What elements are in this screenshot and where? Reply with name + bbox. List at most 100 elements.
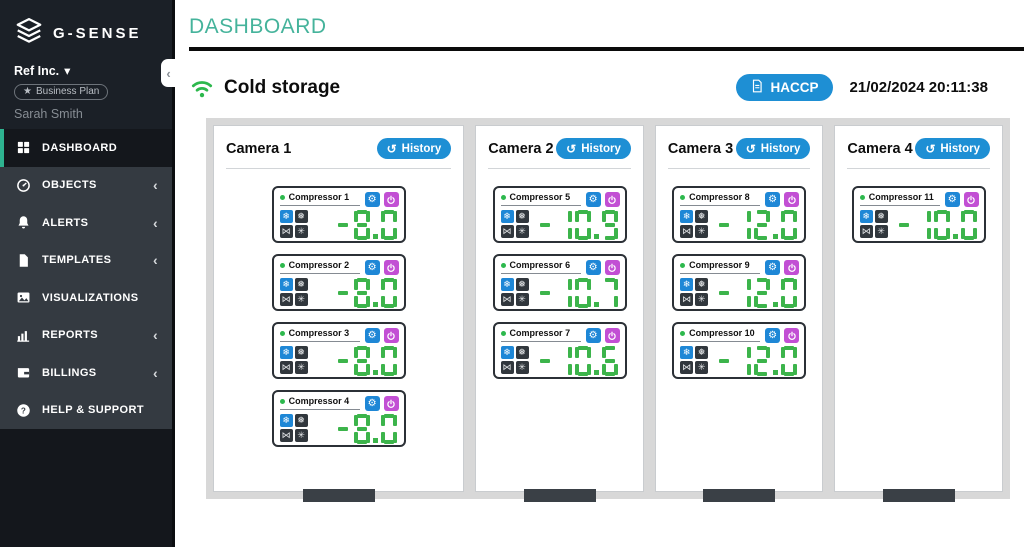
gear-icon[interactable]: ⚙: [765, 260, 781, 275]
sidebar-item-visualizations[interactable]: VISUALIZATIONS: [0, 279, 172, 317]
fan-icon: ✳: [515, 361, 529, 374]
fan-icon: ✳: [294, 293, 308, 306]
compressor-body: ❄❅⋈✳: [680, 278, 799, 308]
status-dot: [279, 194, 285, 200]
question-icon: ?: [16, 403, 31, 418]
compressor-header: Compressor 6 ⚙: [500, 260, 620, 275]
compressor-name-wrap: Compressor 9: [680, 260, 761, 274]
sidebar-item-templates[interactable]: TEMPLATES ‹: [0, 242, 172, 280]
compressor-name-wrap: Compressor 7: [500, 328, 581, 342]
valve-icon: ⋈: [680, 225, 694, 238]
compressor-name: Compressor 3: [288, 328, 350, 338]
fan-icon: ✳: [294, 361, 308, 374]
plan-badge: ★ Business Plan: [14, 84, 109, 100]
sidebar-menu: DASHBOARD OBJECTS ‹ ALERTS ‹ TEMPLATES ‹…: [0, 129, 172, 429]
history-button[interactable]: ↺ History: [915, 138, 990, 159]
wallet-icon: [16, 365, 31, 380]
sidebar: G-SENSE Ref Inc. ▾ ★ Business Plan Sarah…: [0, 0, 172, 547]
gear-icon[interactable]: ⚙: [585, 192, 601, 207]
camera-panel-header: Camera 2 ↺ History: [488, 138, 631, 159]
power-icon[interactable]: [784, 192, 800, 207]
sidebar-item-label: TEMPLATES: [42, 254, 112, 267]
svg-text:?: ?: [21, 406, 26, 415]
sidebar-item-reports[interactable]: REPORTS ‹: [0, 317, 172, 355]
gear-icon[interactable]: ⚙: [364, 192, 380, 207]
user-name: Sarah Smith: [14, 107, 83, 121]
camera-panel-header: Camera 1 ↺ History: [226, 138, 452, 159]
history-button[interactable]: ↺ History: [556, 138, 631, 159]
power-icon[interactable]: [784, 328, 800, 343]
power-icon[interactable]: [963, 192, 979, 207]
gear-icon[interactable]: ⚙: [585, 328, 601, 343]
compressor-widget: Compressor 6 ⚙ ❄❅⋈✳: [492, 254, 627, 311]
snowflake2-icon: ❅: [294, 414, 308, 427]
power-icon[interactable]: [604, 192, 620, 207]
status-tile-grid: ❄❅⋈✳: [859, 210, 888, 240]
haccp-button[interactable]: HACCP: [735, 74, 833, 101]
panel-divider: [847, 168, 990, 169]
compressor-name-wrap: Compressor 6: [500, 260, 581, 274]
compressor-name: Compressor 2: [288, 260, 350, 270]
status-dot: [500, 194, 506, 200]
compressor-header: Compressor 5 ⚙: [500, 192, 620, 207]
compressor-name-wrap: Compressor 2: [279, 260, 360, 274]
sidebar-item-objects[interactable]: OBJECTS ‹: [0, 167, 172, 205]
gear-icon[interactable]: ⚙: [364, 328, 380, 343]
power-icon[interactable]: [383, 192, 399, 207]
valve-icon: ⋈: [859, 225, 873, 238]
plan-label: Business Plan: [35, 86, 100, 97]
status-tile-grid: ❄❅⋈✳: [279, 346, 308, 376]
gear-icon[interactable]: ⚙: [364, 396, 380, 411]
power-icon[interactable]: [604, 328, 620, 343]
power-icon[interactable]: [383, 328, 399, 343]
compressor-widget: Compressor 8 ⚙ ❄❅⋈✳: [672, 186, 807, 243]
snowflake2-icon: ❅: [515, 346, 529, 359]
sidebar-item-alerts[interactable]: ALERTS ‹: [0, 204, 172, 242]
compressor-list: Compressor 1 ⚙ ❄❅⋈✳ Compressor 2 ⚙ ❄❅⋈✳: [226, 186, 451, 447]
power-icon[interactable]: [604, 260, 620, 275]
snowflake-icon: ❄: [680, 210, 694, 223]
camera-board: Camera 1 ↺ History Compressor 1 ⚙ ❄❅⋈✳: [206, 118, 1010, 502]
sidebar-item-help-support[interactable]: ? HELP & SUPPORT: [0, 392, 172, 430]
status-tile-grid: ❄❅⋈✳: [680, 210, 709, 240]
power-icon[interactable]: [784, 260, 800, 275]
main-content: ‹ DASHBOARD Cold storage HACCP 21/02/202…: [161, 0, 1024, 547]
history-clock-icon: ↺: [745, 141, 756, 156]
sidebar-item-label: DASHBOARD: [42, 141, 118, 154]
snowflake-icon: ❄: [500, 278, 514, 291]
temperature-display: [534, 278, 620, 308]
snowflake-icon: ❄: [859, 210, 873, 223]
history-clock-icon: ↺: [386, 141, 397, 156]
gear-icon[interactable]: ⚙: [585, 260, 601, 275]
sidebar-item-dashboard[interactable]: DASHBOARD: [0, 129, 172, 167]
power-icon[interactable]: [383, 396, 399, 411]
sidebar-collapse-button[interactable]: ‹: [161, 59, 176, 87]
gear-icon[interactable]: ⚙: [765, 328, 781, 343]
temperature-display: [713, 346, 799, 376]
sidebar-item-label: HELP & SUPPORT: [42, 404, 144, 417]
gear-icon[interactable]: ⚙: [944, 192, 960, 207]
sidebar-filler: [0, 429, 172, 547]
gear-icon[interactable]: ⚙: [364, 260, 380, 275]
chart-icon: [16, 328, 31, 343]
org-selector[interactable]: Ref Inc. ▾: [14, 63, 158, 79]
history-button[interactable]: ↺ History: [376, 138, 452, 159]
chevron-left-icon: ‹: [152, 214, 158, 231]
snowflake-icon: ❄: [279, 278, 293, 291]
power-icon[interactable]: [383, 260, 399, 275]
fan-icon: ✳: [874, 225, 888, 238]
compressor-body: ❄❅⋈✳: [500, 278, 620, 308]
valve-icon: ⋈: [279, 361, 293, 374]
compressor-name-wrap: Compressor 8: [680, 192, 761, 206]
valve-icon: ⋈: [500, 293, 514, 306]
status-tile-grid: ❄❅⋈✳: [279, 210, 308, 240]
sidebar-item-billings[interactable]: BILLINGS ‹: [0, 354, 172, 392]
history-button[interactable]: ↺ History: [735, 138, 811, 159]
fan-icon: ✳: [294, 225, 308, 238]
camera-title: Camera 2: [488, 140, 554, 157]
chevron-left-icon: ‹: [166, 65, 171, 81]
gear-icon[interactable]: ⚙: [765, 192, 781, 207]
snowflake-icon: ❄: [279, 414, 293, 427]
title-divider: [189, 47, 1024, 51]
compressor-list: Compressor 11 ⚙ ❄❅⋈✳: [847, 186, 990, 243]
